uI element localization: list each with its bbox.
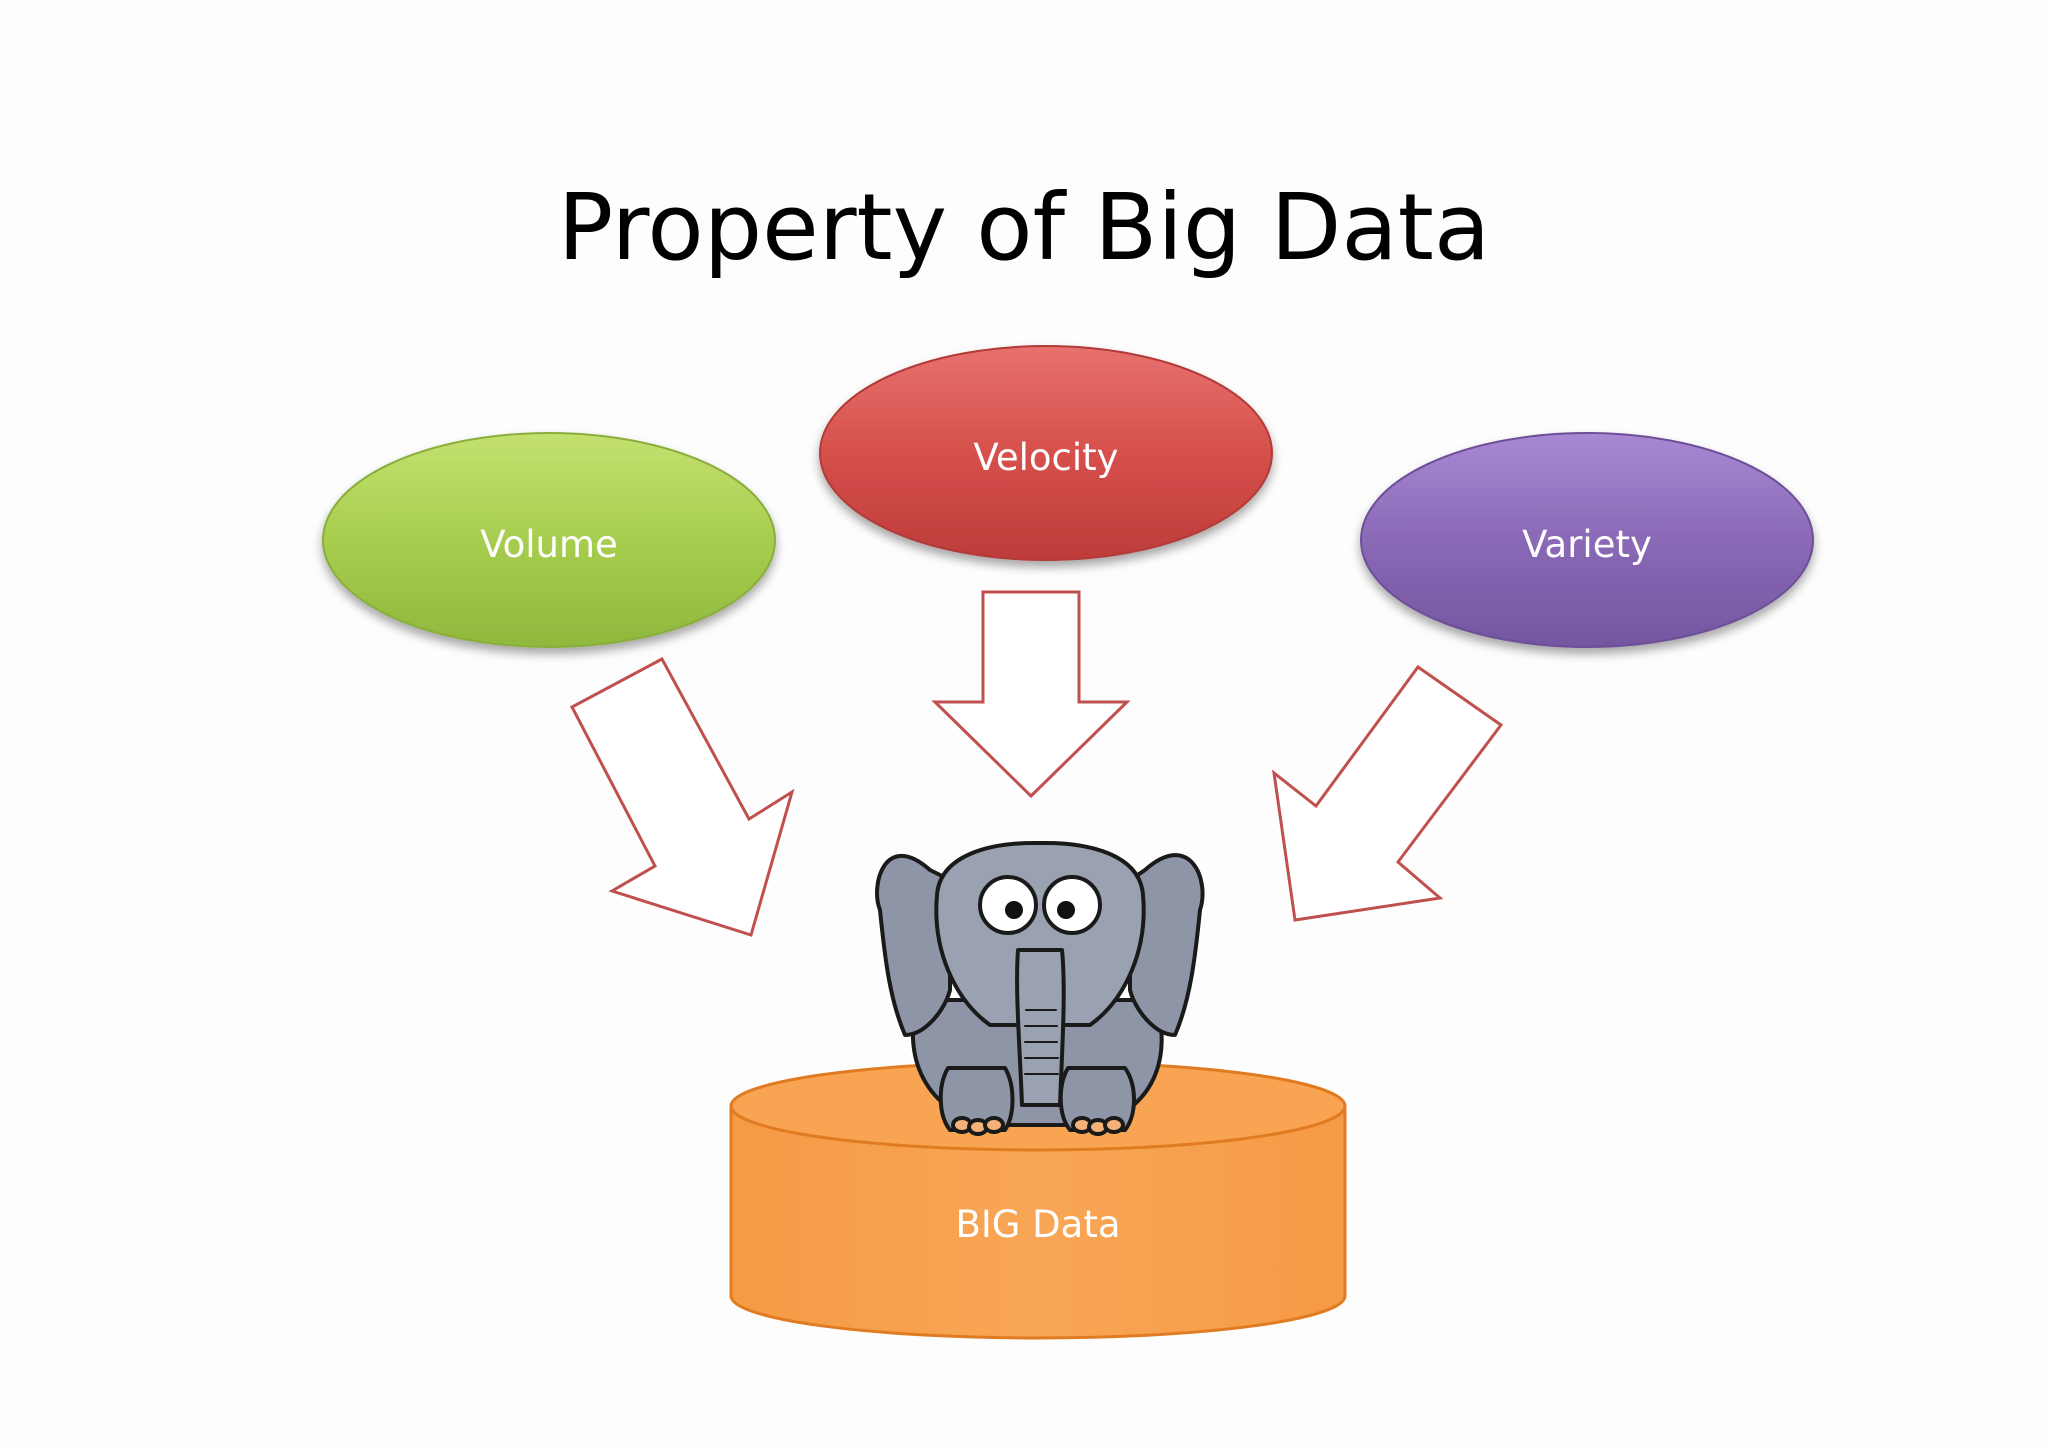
velocity-label: Velocity bbox=[973, 436, 1118, 479]
volume-arrow bbox=[569, 656, 795, 937]
velocity-arrow bbox=[931, 590, 1131, 799]
volume-node bbox=[322, 432, 776, 648]
big-data-label: BIG Data bbox=[955, 1203, 1120, 1246]
velocity-node bbox=[819, 345, 1273, 561]
variety-arrow bbox=[1271, 664, 1504, 922]
slide-title: Property of Big Data bbox=[557, 174, 1491, 281]
variety-node bbox=[1360, 432, 1814, 648]
variety-label: Variety bbox=[1522, 523, 1652, 566]
volume-label: Volume bbox=[480, 523, 618, 566]
elephant-icon bbox=[875, 840, 1205, 1136]
